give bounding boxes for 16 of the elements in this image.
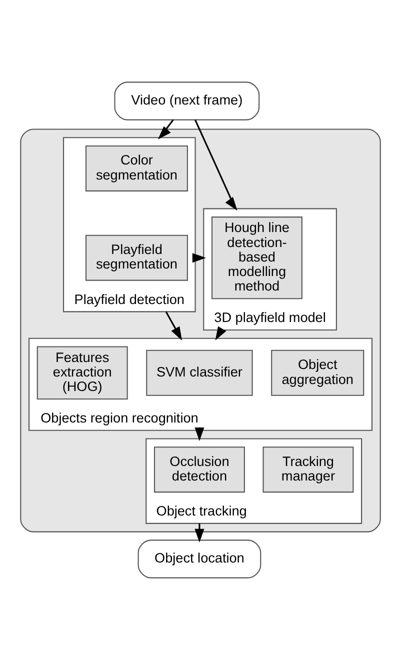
node-box: Features extraction (HOG) [36,346,128,400]
node-box: Color segmentation [85,145,188,192]
node-box: Playfield segmentation [85,234,188,281]
cluster [20,128,381,532]
node-box: Occlusion detection [154,446,245,493]
node-box: Object aggregation [271,350,364,396]
arrow [194,428,204,442]
arrow [194,120,238,211]
arrow [158,119,174,140]
node-box: Tracking manager [262,446,354,493]
node-box: SVM classifier [146,350,253,396]
node-box: Video (next frame) [114,82,260,120]
arrow [192,253,206,263]
node-box: Object location [138,540,262,578]
arrow [165,311,182,340]
node-box: Hough line detection-based modelling method [211,216,302,300]
